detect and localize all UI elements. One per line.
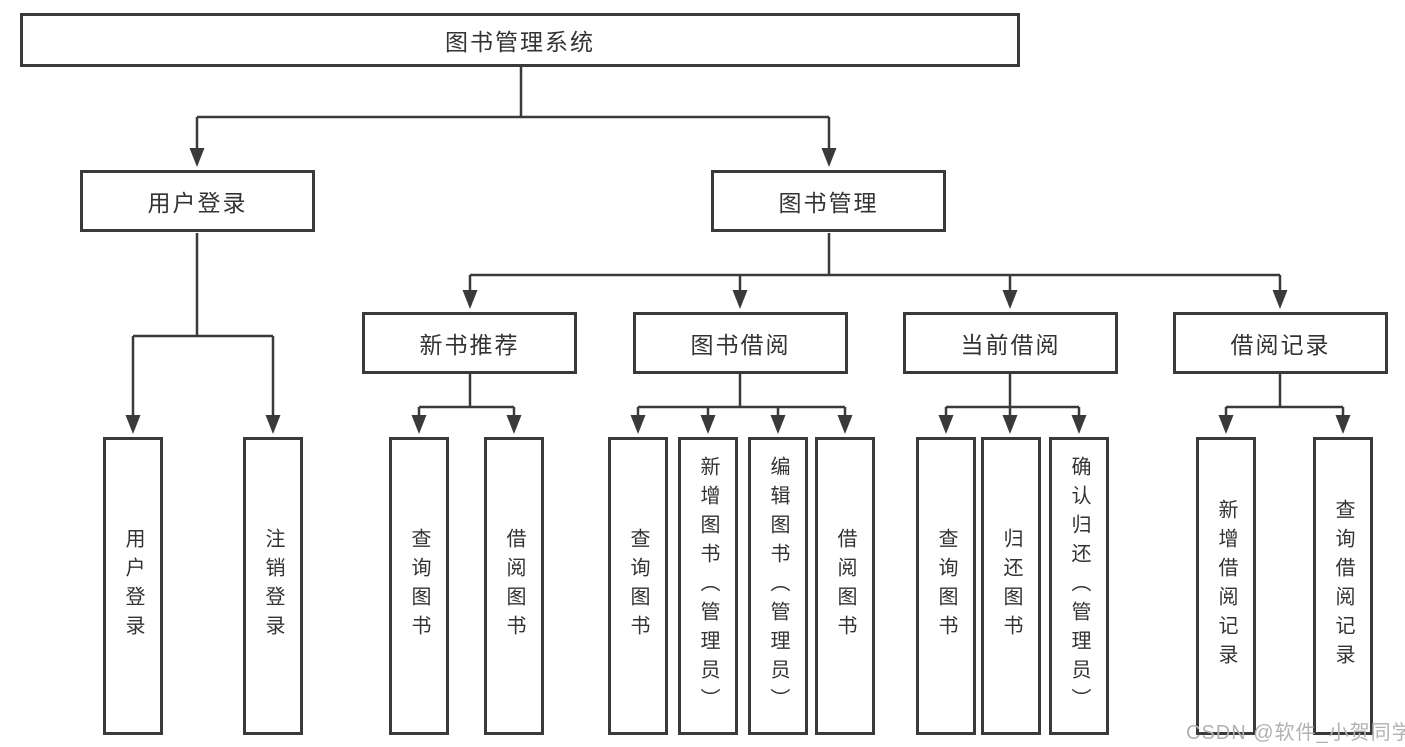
leaf-return-books: 归还图书 <box>981 437 1041 735</box>
leaf-logout: 注销登录 <box>243 437 303 735</box>
connector-new-book-to-leaves <box>411 374 522 434</box>
leaf-query-books-recommend: 查询图书 <box>389 437 449 735</box>
leaf-query-books-borrow: 查询图书 <box>608 437 668 735</box>
node-new-book-recommend: 新书推荐 <box>362 312 577 374</box>
connector-user-login-to-leaves <box>125 233 281 434</box>
leaf-return-books-label: 归还图书 <box>1000 528 1022 644</box>
leaf-edit-books-admin-label: 编辑图书（管理员） <box>767 455 789 717</box>
node-current-borrow: 当前借阅 <box>903 312 1118 374</box>
connector-book-management-to-level3 <box>462 233 1288 309</box>
leaf-query-borrow-record: 查询借阅记录 <box>1313 437 1373 735</box>
leaf-borrow-books-recommend: 借阅图书 <box>484 437 544 735</box>
node-new-book-recommend-label: 新书推荐 <box>419 332 520 358</box>
leaf-add-books-admin-label: 新增图书（管理员） <box>697 455 719 717</box>
connector-current-borrow-to-leaves <box>938 374 1087 434</box>
leaf-query-books-current: 查询图书 <box>916 437 976 735</box>
connector-book-borrow-to-leaves <box>630 374 853 434</box>
leaf-query-books-borrow-label: 查询图书 <box>627 528 649 644</box>
leaf-query-books-recommend-label: 查询图书 <box>408 528 430 644</box>
connector-root-to-level2 <box>189 67 837 167</box>
leaf-add-borrow-record: 新增借阅记录 <box>1196 437 1256 735</box>
node-borrow-records-label: 借阅记录 <box>1230 332 1331 358</box>
leaf-query-books-current-label: 查询图书 <box>935 528 957 644</box>
connector-borrow-records-to-leaves <box>1218 374 1351 434</box>
node-book-management: 图书管理 <box>711 170 946 232</box>
leaf-query-borrow-record-label: 查询借阅记录 <box>1332 499 1354 673</box>
leaf-add-books-admin: 新增图书（管理员） <box>678 437 738 735</box>
node-book-borrow: 图书借阅 <box>633 312 848 374</box>
node-borrow-records: 借阅记录 <box>1173 312 1388 374</box>
leaf-user-login: 用户登录 <box>103 437 163 735</box>
node-book-borrow-label: 图书借阅 <box>690 332 791 358</box>
leaf-edit-books-admin: 编辑图书（管理员） <box>748 437 808 735</box>
leaf-user-login-label: 用户登录 <box>122 528 144 644</box>
leaf-confirm-return-admin: 确认归还（管理员） <box>1049 437 1109 735</box>
leaf-confirm-return-admin-label: 确认归还（管理员） <box>1068 455 1090 717</box>
leaf-logout-label: 注销登录 <box>262 528 284 644</box>
leaf-borrow-books-recommend-label: 借阅图书 <box>503 528 525 644</box>
node-current-borrow-label: 当前借阅 <box>960 332 1061 358</box>
node-book-management-label: 图书管理 <box>778 190 879 216</box>
node-user-login: 用户登录 <box>80 170 315 232</box>
leaf-add-borrow-record-label: 新增借阅记录 <box>1215 499 1237 673</box>
leaf-borrow-books: 借阅图书 <box>815 437 875 735</box>
csdn-watermark: CSDN @软件_小贺同学 <box>1186 722 1405 744</box>
node-user-login-label: 用户登录 <box>147 190 248 216</box>
node-library-system: 图书管理系统 <box>20 13 1020 67</box>
leaf-borrow-books-label: 借阅图书 <box>834 528 856 644</box>
node-library-system-label: 图书管理系统 <box>445 29 595 55</box>
